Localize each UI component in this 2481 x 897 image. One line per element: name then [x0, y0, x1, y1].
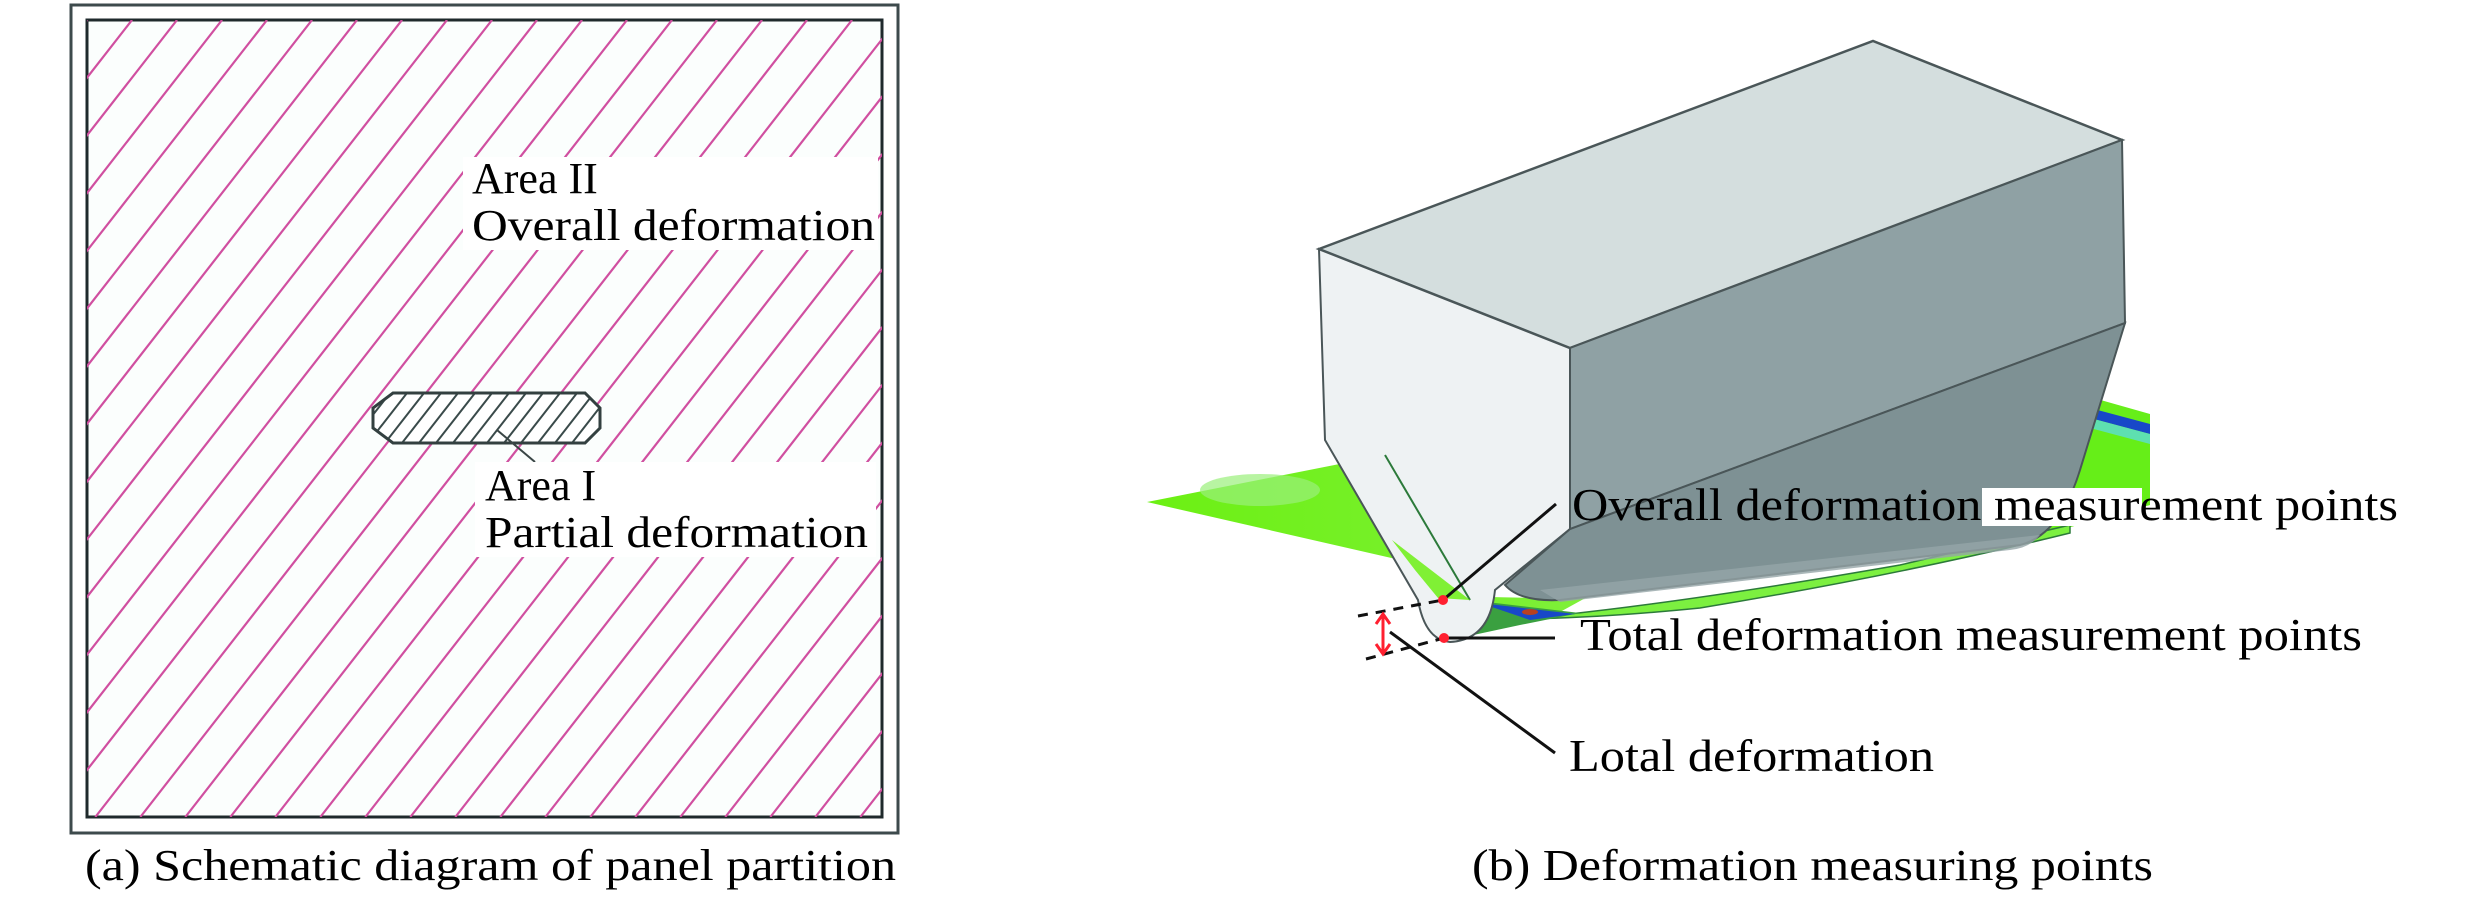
hatch-line [724, 614, 882, 817]
hatch-line [87, 20, 493, 542]
area-one-outline [371, 391, 602, 445]
panel-b-caption: (b) Deformation measuring points [1472, 841, 2153, 890]
hatch-line [87, 20, 268, 253]
area-two-title: Area II [472, 154, 598, 203]
hatch-line [87, 20, 358, 368]
area-two-subtitle: Overall deformation [472, 201, 875, 250]
area-one-leader [496, 429, 536, 463]
hatch-line-inner [486, 393, 527, 443]
hatch-line [364, 152, 882, 817]
deformation-double-arrow-icon [1374, 611, 1392, 657]
local-deformation-leader [1389, 630, 1556, 755]
indenter-block [1315, 39, 2127, 644]
hatch-line [544, 383, 882, 817]
hatch-line [454, 268, 882, 817]
overall-measurement-point-marker [1438, 595, 1448, 605]
hatch-line-inner [401, 393, 442, 443]
hatch-line-inner [520, 393, 561, 443]
panel-a: Area II Overall deformation Area I Parti… [69, 3, 900, 890]
plate-front-overlay [1392, 540, 1470, 600]
hatch-line-inner [571, 393, 600, 443]
area-one-title: Area I [485, 461, 596, 510]
total-measurement-point-marker [1439, 633, 1449, 643]
hatch-line [679, 556, 882, 817]
hatch-line [319, 95, 882, 817]
total-ref-dashed-line [1365, 636, 1445, 661]
hatch-line [87, 20, 313, 311]
hatch-line [769, 672, 882, 817]
area-two-hatch [87, 20, 882, 817]
area-two-label-bg [463, 157, 878, 250]
hatch-line [87, 20, 223, 195]
hatch-line [589, 441, 882, 817]
overall-points-leader [1442, 502, 1557, 602]
hatch-line-inner [452, 393, 493, 443]
local-deformation-label: Lotal deformation [1569, 730, 1934, 781]
overall-label-bg [1982, 488, 2142, 526]
plate-tip-red [1522, 609, 1538, 615]
measurement-annotations [1357, 502, 1557, 755]
hatch-line [87, 20, 448, 484]
plate-light-zone [1200, 474, 1320, 506]
block-lower-shade [1540, 535, 2040, 602]
hatch-line [634, 498, 882, 817]
panel-b: Overall deformation measurement points T… [1147, 39, 2398, 890]
hatch-line-inner [384, 393, 425, 443]
hatch-line-inner [435, 393, 476, 443]
hatch-line-inner [469, 393, 510, 443]
hatch-line [499, 325, 882, 817]
hatch-line [87, 20, 628, 715]
area-one-subtitle: Partial deformation [485, 508, 868, 557]
hatch-line-inner [503, 393, 544, 443]
plate-front-edge [1384, 454, 1471, 601]
panel-a-caption: (a) Schematic diagram of panel partition [85, 841, 896, 890]
overall-ref-dashed-line [1357, 598, 1444, 618]
hatch-line [87, 20, 538, 599]
hatch-line-inner [418, 393, 459, 443]
hatch-line [87, 20, 673, 772]
total-points-label: Total deformation measurement points [1580, 609, 2362, 660]
hatch-line [409, 210, 882, 817]
area-one-label-bg [475, 462, 876, 557]
overall-points-label: Overall deformation measurement points [1572, 479, 2398, 530]
hatch-line-inner [537, 393, 578, 443]
hatch-line-inner [554, 393, 595, 443]
hatch-line [87, 20, 403, 426]
hatch-line [87, 20, 583, 657]
